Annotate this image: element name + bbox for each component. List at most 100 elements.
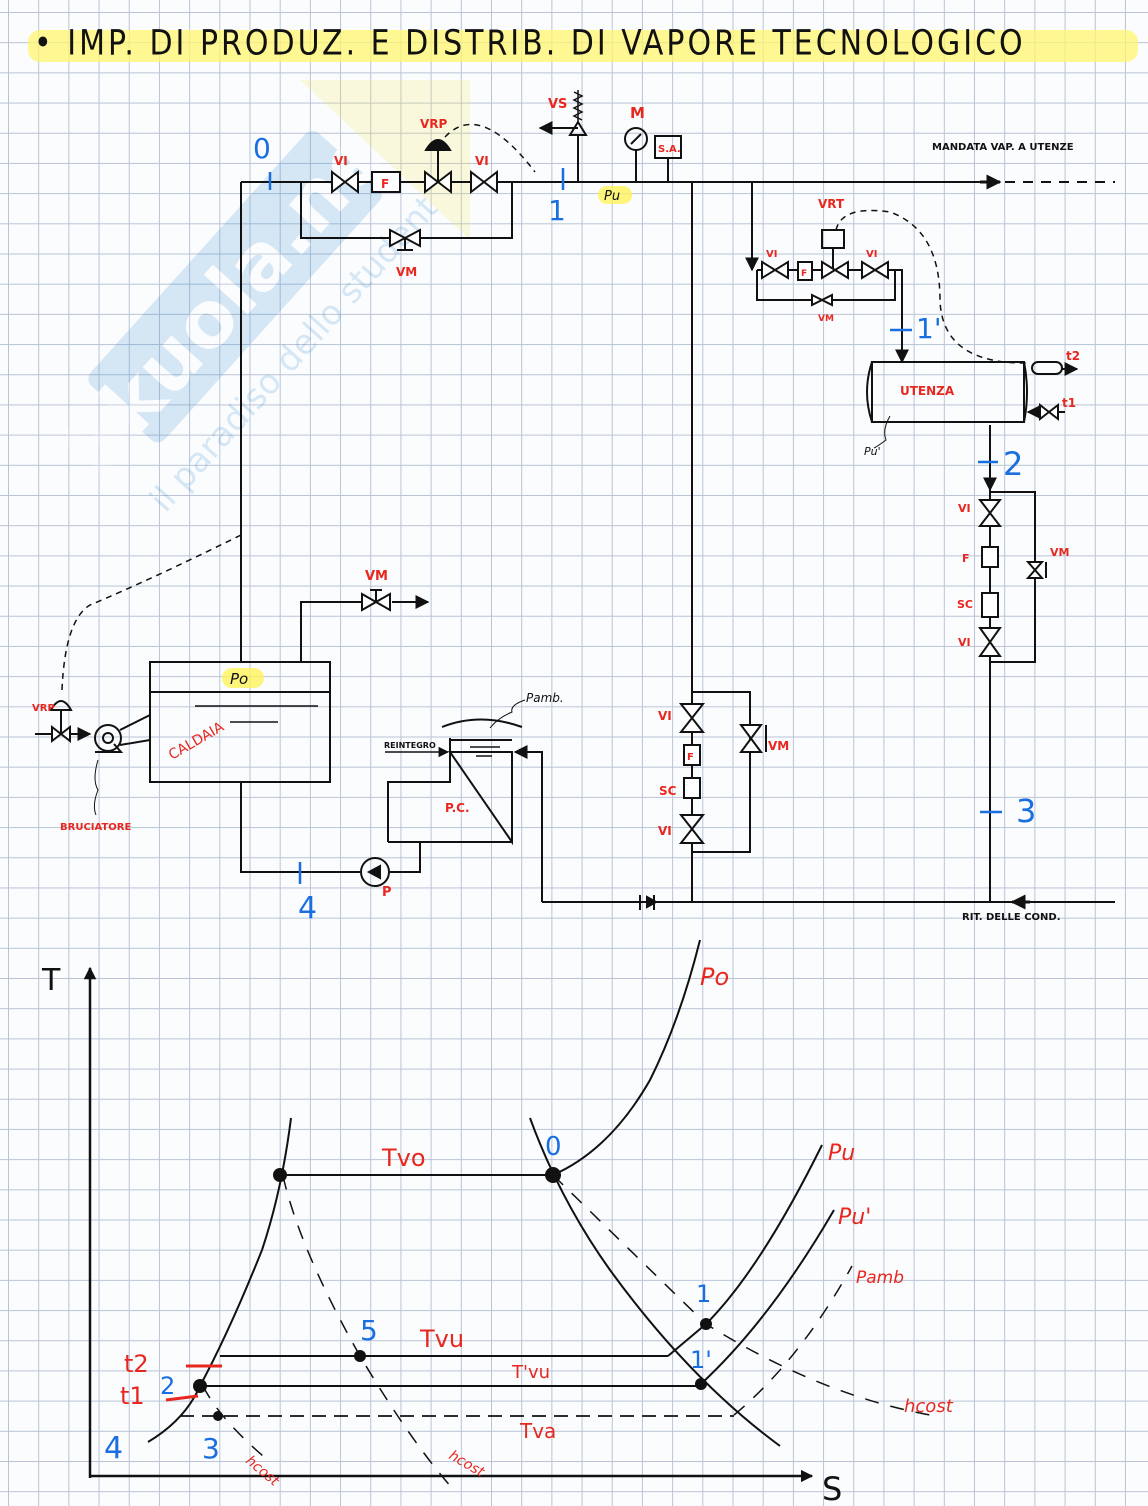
user-vessel-ends: [866, 361, 1028, 423]
burner-signal-line: [61, 534, 242, 691]
burner-valve[interactable]: [51, 724, 71, 744]
bruciatore-label: BRUCIATORE: [60, 822, 131, 833]
mandata-label: MANDATA VAP. A UTENZE: [932, 142, 1074, 153]
sc-trap-label: SC: [957, 598, 973, 611]
ts-tva-label: Tva: [519, 1419, 556, 1443]
vm-user-label: VM: [818, 314, 834, 324]
boiler-water-level: [195, 705, 318, 723]
saturation-liquid-curve: [147, 1117, 292, 1443]
condensate-tank-outline: [387, 738, 513, 846]
condensate-level: [470, 746, 500, 757]
ts-point-0-label: 0: [545, 1132, 562, 1162]
burner-vrp-label: VRP: [32, 703, 55, 714]
manometer-icon: [624, 127, 648, 151]
ts-point-4-label: 4: [104, 1431, 123, 1466]
pump-label: P: [382, 885, 392, 900]
steam-trap-sc[interactable]: [981, 592, 999, 618]
f-user-label: F: [801, 269, 807, 279]
vi-user-label-2: VI: [866, 249, 877, 260]
burner-fan-hub: [102, 732, 114, 744]
vm-user-bypass-valve[interactable]: [811, 293, 833, 307]
filter-drain[interactable]: [683, 744, 701, 766]
boiler-vent-line: [300, 601, 362, 662]
vm-drain-label: VM: [768, 739, 789, 753]
ts-tvo-label: Tvo: [381, 1144, 426, 1172]
ritorno-label: RIT. DELLE COND.: [962, 912, 1061, 923]
pu-label: Pu: [604, 189, 620, 204]
watermark-accent: [300, 80, 470, 240]
vi-drain-label-1: VI: [658, 709, 672, 723]
saturated-liquid-point: [273, 1168, 287, 1182]
ts-pamb-label: Pamb: [856, 1268, 904, 1288]
vi-valve-1[interactable]: [331, 169, 359, 195]
ts-pu-prime-label: Pu': [838, 1205, 871, 1230]
isenthalp-2: [202, 1385, 271, 1463]
user-vessel: [871, 361, 1025, 423]
feed-line: [240, 782, 360, 873]
y-axis-label: T: [41, 963, 61, 998]
point-2: [193, 1379, 207, 1393]
x-axis-label: S: [822, 1470, 842, 1506]
point-4-label: 4: [298, 891, 317, 926]
ts-point-5-label: 5: [360, 1314, 378, 1347]
pump-suction-line: [390, 842, 421, 873]
bruciatore-leader: [93, 759, 99, 816]
vi-trap-valve-1[interactable]: [977, 499, 1003, 527]
filter-trap[interactable]: [981, 546, 999, 568]
steam-trap-drain-sc[interactable]: [683, 777, 701, 799]
vi-user-valve-2[interactable]: [861, 260, 889, 280]
sa-box: [654, 135, 682, 159]
plant-schematic: [35, 90, 1115, 910]
vm-vent-label: VM: [365, 569, 388, 584]
ts-tvu-label: Tvu: [419, 1325, 464, 1353]
vi-label-2: VI: [475, 154, 489, 168]
vrp-valve[interactable]: [424, 169, 452, 195]
point-3-label: 3: [1016, 792, 1036, 830]
vi-user-valve-1[interactable]: [761, 260, 789, 280]
vm-trap-bypass-valve[interactable]: [1025, 561, 1045, 579]
vi-trap-valve-2[interactable]: [978, 627, 1002, 657]
vi-user-label-1: VI: [766, 249, 777, 260]
ts-t1-marker: [165, 1394, 199, 1402]
vi-drain-valve-2[interactable]: [678, 814, 706, 844]
t2-label: t2: [1066, 349, 1080, 363]
point-1p: [695, 1378, 707, 1390]
vs-spring-coil: [572, 91, 584, 121]
pu-highlight: [598, 186, 632, 204]
t1-label: t1: [1062, 396, 1076, 410]
vrt-valve[interactable]: [821, 260, 849, 280]
vi-drain-valve-1[interactable]: [678, 703, 706, 733]
ts-hcost-label-1: hcost: [904, 1396, 954, 1417]
pu-prime-leader: [873, 415, 891, 449]
filter-user[interactable]: [797, 261, 813, 281]
condensate-tank-lid: [441, 718, 523, 728]
title-highlight: [28, 30, 1138, 62]
point-2-label: 2: [1003, 445, 1023, 483]
vm-drain-bypass-valve[interactable]: [739, 724, 763, 753]
isobar-po: [552, 939, 701, 1176]
utenza-label: UTENZA: [900, 384, 955, 398]
vs-label: VS: [548, 97, 567, 112]
vrt-label: VRT: [818, 197, 845, 211]
burner-base: [95, 743, 124, 753]
ts-hcost-label-2: hcost: [242, 1453, 282, 1490]
ts-pu-label: Pu: [828, 1141, 855, 1166]
valves: [51, 169, 1059, 844]
vi-valve-2[interactable]: [470, 169, 498, 195]
pc-label: P.C.: [445, 801, 470, 815]
vm-bypass-handwheel: [397, 238, 413, 251]
t1-valve[interactable]: [1039, 402, 1059, 422]
pump-icon: [360, 857, 390, 887]
ts-point-1p-label: 1': [690, 1346, 712, 1374]
manometer-needle: [630, 133, 642, 145]
point-1p-label: 1': [916, 312, 942, 345]
filter-1[interactable]: [371, 171, 401, 193]
user-t2-outlet: [1031, 361, 1063, 375]
isobar-pu-prime: [700, 1209, 835, 1385]
burner-connector: [119, 714, 151, 746]
point-5: [354, 1350, 366, 1362]
ts-tvu-prime-label: T'vu: [511, 1362, 550, 1383]
po-highlight: [222, 668, 264, 688]
po-label: Po: [230, 670, 248, 688]
